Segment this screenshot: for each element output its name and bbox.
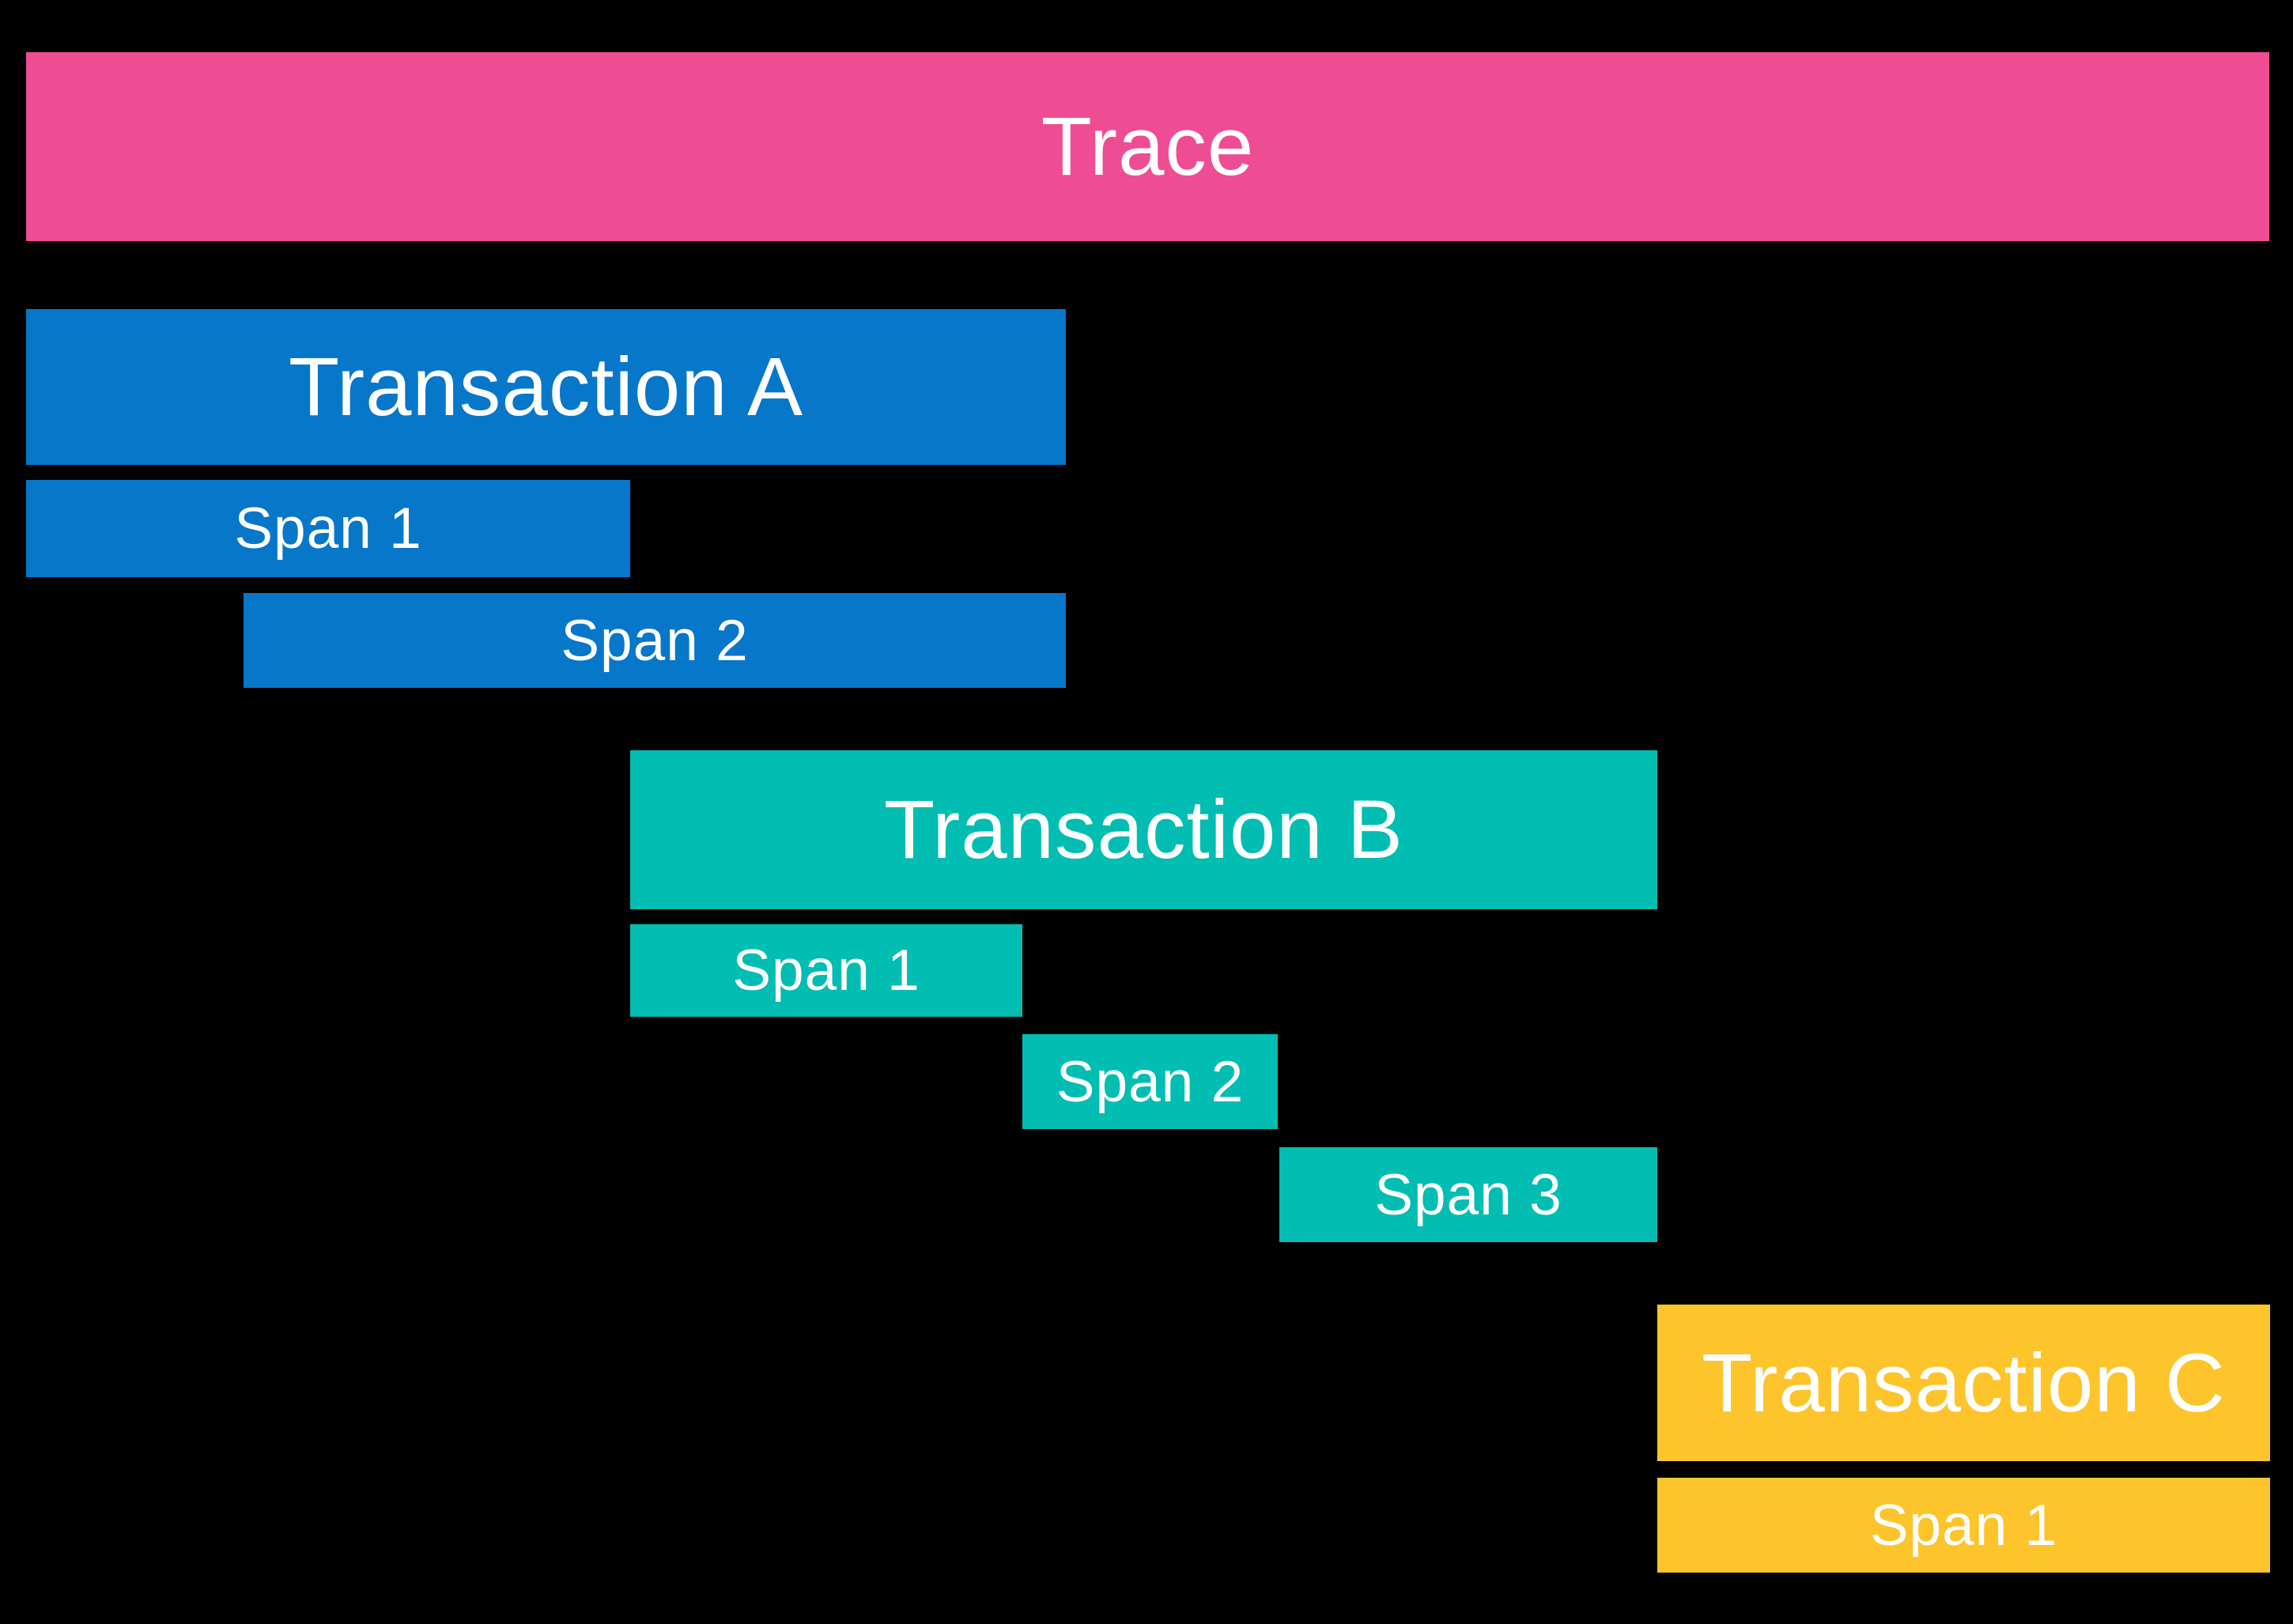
transaction-c-span-1-label: Span 1 xyxy=(1869,1493,2058,1558)
transaction-b-span-1-label: Span 1 xyxy=(732,939,920,1003)
transaction-a-span-2: Span 2 xyxy=(244,593,1066,688)
transaction-b-span-1: Span 1 xyxy=(630,924,1022,1017)
transaction-a-span-1-label: Span 1 xyxy=(234,497,422,561)
transaction-b-span-3: Span 3 xyxy=(1279,1147,1657,1242)
transaction-c-span-1: Span 1 xyxy=(1657,1478,2270,1573)
transaction-b-span-3-label: Span 3 xyxy=(1374,1162,1562,1227)
trace-bar: Trace xyxy=(26,52,2269,241)
transaction-a-bar-label: Transaction A xyxy=(288,341,804,433)
transaction-b-span-2-label: Span 2 xyxy=(1056,1049,1245,1114)
transaction-b-bar-label: Transaction B xyxy=(884,784,1403,876)
transaction-b-bar: Transaction B xyxy=(630,750,1657,909)
transaction-b-span-2: Span 2 xyxy=(1022,1034,1278,1129)
trace-bar-label: Trace xyxy=(1041,100,1255,193)
transaction-c-bar-label: Transaction C xyxy=(1702,1336,2226,1429)
transaction-a-bar: Transaction A xyxy=(26,309,1066,465)
transaction-a-span-2-label: Span 2 xyxy=(561,608,749,673)
transaction-a-span-1: Span 1 xyxy=(26,480,630,577)
transaction-c-bar: Transaction C xyxy=(1657,1305,2270,1461)
